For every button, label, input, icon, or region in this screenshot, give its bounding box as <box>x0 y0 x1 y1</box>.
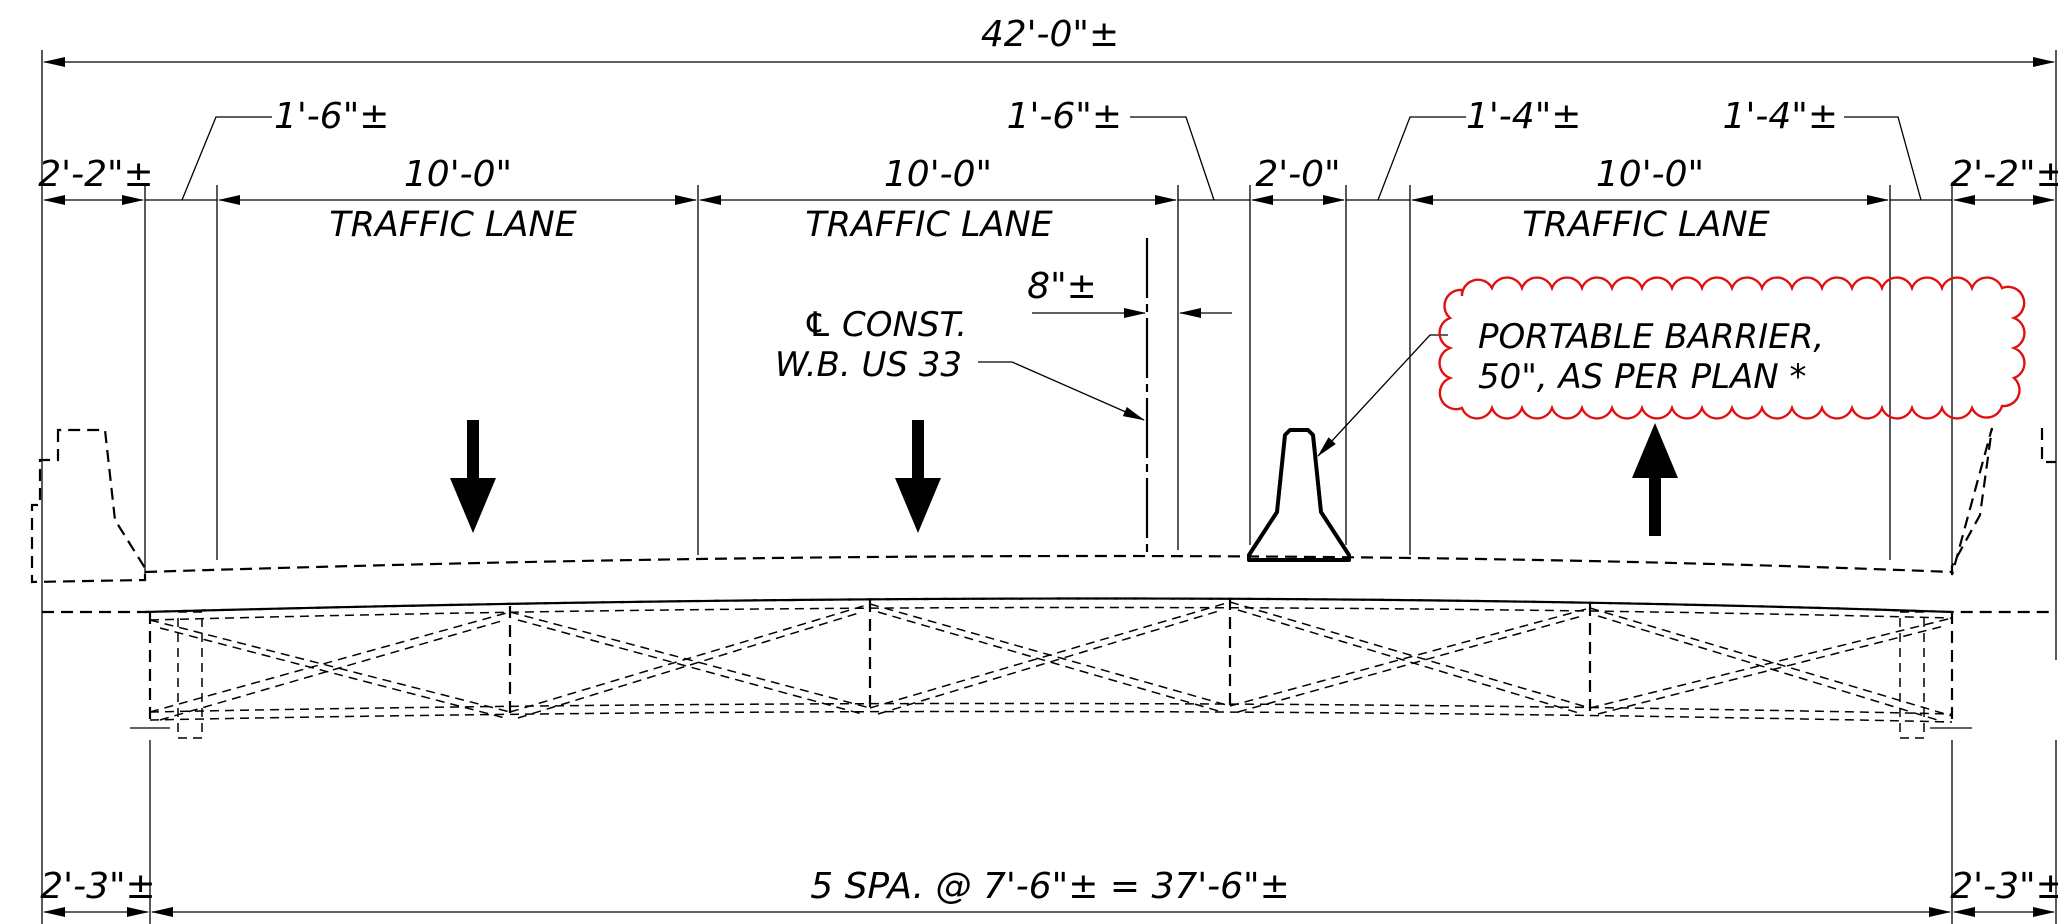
barrier-offset-right-label: 1'-4"± <box>1466 96 1581 137</box>
lane3-width-label: 10'-0" <box>1596 154 1704 195</box>
construction-centerline: 8"± ℄ CONST. W.B. US 33 <box>775 238 1232 555</box>
lane2-label: TRAFFIC LANE <box>805 205 1053 245</box>
centerline-symbol: ℄ <box>803 305 833 345</box>
girders-and-cross-frames <box>130 598 1972 739</box>
barrier-note-line2: 50", AS PER PLAN * <box>1478 357 1807 397</box>
beam-spacing-label: 5 SPA. @ 7'-6"± = 37'-6"± <box>810 866 1290 907</box>
left-overhang-bottom-label: 2'-3"± <box>40 866 155 907</box>
centerline-label-line1: CONST. <box>842 305 967 345</box>
lane3-label: TRAFFIC LANE <box>1522 205 1770 245</box>
barrier-note-cloud: PORTABLE BARRIER, 50", AS PER PLAN * <box>1438 276 2026 420</box>
right-overhang-top-label: 2'-2"± <box>1950 154 2058 195</box>
overall-dimension: 42'-0"± <box>41 14 2057 924</box>
revision-cloud <box>1438 276 2026 420</box>
overall-width-label: 42'-0"± <box>981 14 1119 55</box>
centerline-label-line2: W.B. US 33 <box>775 345 962 385</box>
traffic-arrow-lane1 <box>450 420 496 533</box>
barrier-width-label: 2'-0" <box>1255 154 1340 195</box>
right-shoulder-label: 1'-4"± <box>1723 96 1838 137</box>
lane1-label: TRAFFIC LANE <box>329 205 577 245</box>
center-offset-left-label: 1'-6"± <box>1007 96 1122 137</box>
lane2-width-label: 10'-0" <box>884 154 992 195</box>
traffic-arrow-lane3 <box>1632 423 1678 536</box>
centerline-offset-label: 8"± <box>1027 266 1097 307</box>
left-shoulder-label: 1'-6"± <box>274 96 389 137</box>
bridge-deck <box>30 427 2056 614</box>
traffic-arrow-lane2 <box>895 420 941 533</box>
beam-spacing-dimension: 2'-3"± 5 SPA. @ 7'-6"± = 37'-6"± 2'-3"± <box>40 740 2058 924</box>
lane-dimension-line: 2'-2"± 10'-0" 10'-0" 2'-0" 10'-0" 2'-2"± <box>38 154 2058 575</box>
small-dimension-callouts: 1'-6"± 1'-6"± 1'-4"± 1'-4"± <box>181 96 1922 201</box>
right-overhang-bottom-label: 2'-3"± <box>1950 866 2058 907</box>
portable-barrier <box>1247 334 1448 562</box>
left-overhang-top-label: 2'-2"± <box>38 154 153 195</box>
lane1-width-label: 10'-0" <box>404 154 512 195</box>
barrier-note-line1: PORTABLE BARRIER, <box>1478 317 1824 357</box>
